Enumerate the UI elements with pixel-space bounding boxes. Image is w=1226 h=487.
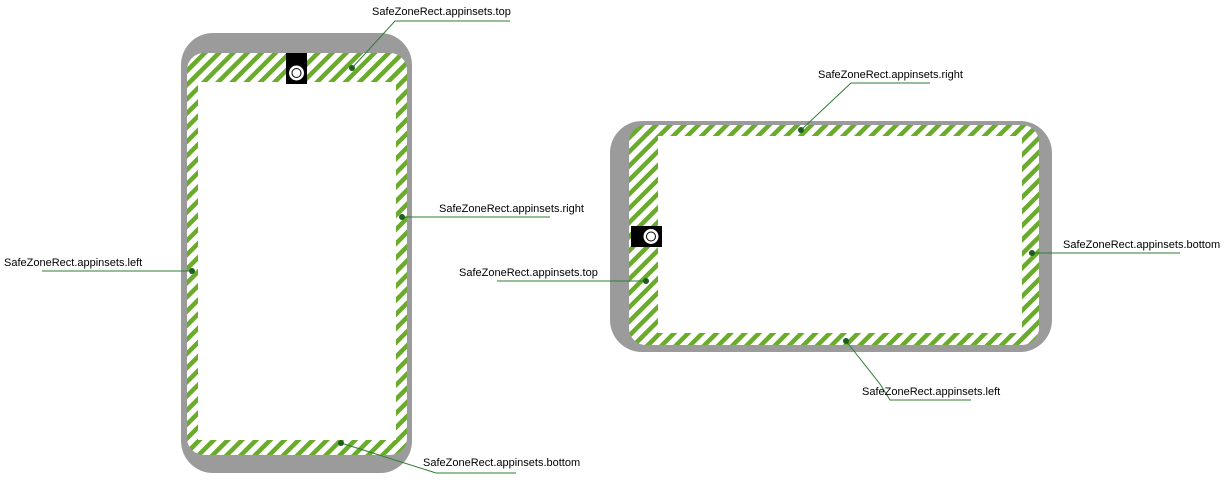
- portrait-label-bottom: SafeZoneRect.appinsets.bottom: [423, 457, 580, 469]
- landscape-label-left: SafeZoneRect.appinsets.top: [459, 267, 598, 279]
- landscape-callout-top: SafeZoneRect.appinsets.right: [798, 69, 963, 133]
- portrait-callout-left: SafeZoneRect.appinsets.left: [4, 257, 195, 274]
- landscape-callout-left: SafeZoneRect.appinsets.top: [459, 267, 649, 284]
- landscape-label-top: SafeZoneRect.appinsets.right: [818, 69, 963, 81]
- portrait-callout-right: SafeZoneRect.appinsets.right: [399, 203, 584, 220]
- portrait-label-right: SafeZoneRect.appinsets.right: [439, 203, 584, 215]
- portrait-inset-left: [186, 52, 198, 456]
- portrait-camera-notch: [286, 53, 307, 84]
- portrait-label-left: SafeZoneRect.appinsets.left: [4, 257, 142, 269]
- portrait-label-top: SafeZoneRect.appinsets.top: [372, 6, 511, 18]
- portrait-inset-bottom: [186, 440, 408, 456]
- landscape-callout-right: SafeZoneRect.appinsets.bottom: [1029, 239, 1220, 256]
- portrait-screen-edge: [185, 51, 409, 457]
- landscape-label-bottom: SafeZoneRect.appinsets.left: [862, 386, 1000, 398]
- landscape-screen: [628, 124, 1040, 346]
- landscape-callout-bottom: SafeZoneRect.appinsets.left: [843, 338, 1000, 401]
- landscape-inset-right: [1022, 124, 1040, 346]
- landscape-device: SafeZoneRect.appinsets.right SafeZoneRec…: [459, 69, 1220, 401]
- landscape-label-right: SafeZoneRect.appinsets.bottom: [1063, 239, 1220, 251]
- landscape-camera-notch: [631, 226, 662, 247]
- portrait-screen: [186, 52, 408, 456]
- portrait-inset-right: [396, 52, 408, 456]
- portrait-callout-top: SafeZoneRect.appinsets.top: [349, 6, 511, 71]
- portrait-callout-bottom: SafeZoneRect.appinsets.bottom: [338, 440, 580, 474]
- landscape-screen-edge: [627, 123, 1041, 347]
- landscape-camera-icon: [642, 228, 660, 245]
- landscape-inset-bottom: [628, 333, 1040, 346]
- portrait-camera-icon: [288, 64, 305, 82]
- landscape-inset-top: [628, 124, 1040, 136]
- portrait-device: SafeZoneRect.appinsets.top SafeZoneRect.…: [4, 6, 584, 474]
